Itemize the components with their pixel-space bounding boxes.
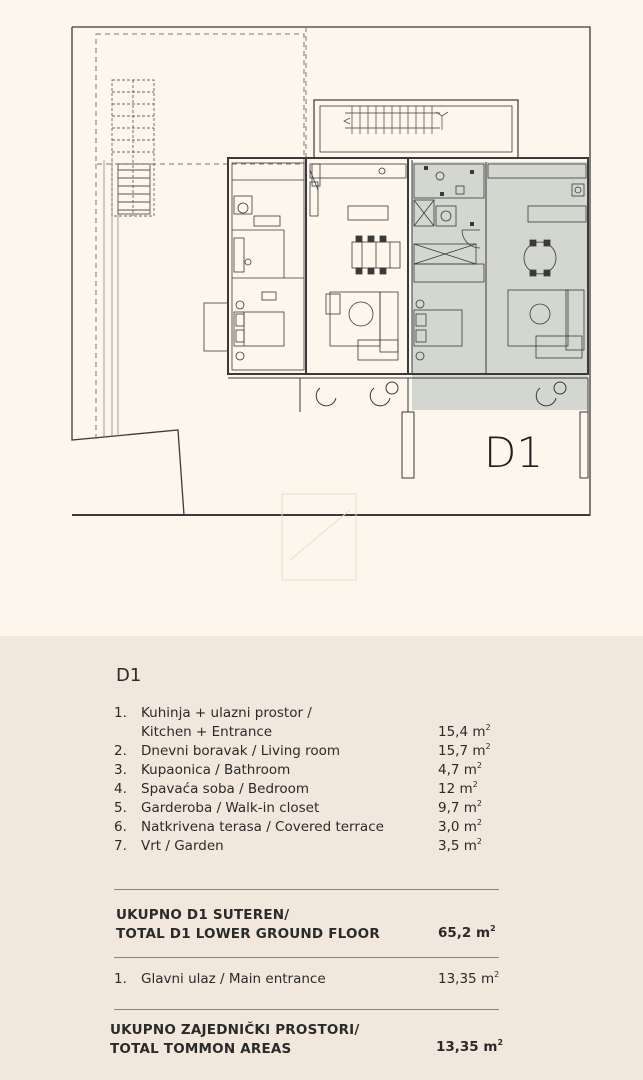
common-room-number: 1. (114, 971, 127, 987)
total-floor-area: 65,2 m2 (438, 924, 496, 942)
room-name: Dnevni boravak / Living room (141, 743, 341, 759)
room-area: 3,0 m2 (438, 818, 483, 836)
floor-plan: D1 (0, 0, 643, 636)
building-walls (227, 157, 589, 375)
room-name: Kupaonica / Bathroom (141, 762, 291, 778)
upper-stair-treads (343, 106, 449, 134)
room-name-line: Kitchen + Entrance (141, 724, 273, 740)
room-name: Garderoba / Walk-in closet (141, 800, 320, 816)
room-area: 15,4 m2 (438, 723, 491, 741)
room-name: Natkrivena terasa / Covered terrace (141, 819, 384, 835)
watermark (281, 493, 357, 581)
plan-unit-label: D1 (484, 428, 544, 477)
common-room-name: Glavni ulaz / Main entrance (141, 971, 326, 987)
dashed-outline (95, 27, 307, 440)
total-common-label: UKUPNO ZAJEDNIČKI PROSTORI/ TOTAL TOMMON… (110, 1022, 360, 1057)
center-unit-furniture (309, 163, 407, 361)
room-name: Spavaća soba / Bedroom (141, 781, 309, 797)
door-markers (424, 166, 474, 226)
total-common-area: 13,35 m2 (436, 1038, 504, 1056)
room-number: 1. (114, 705, 127, 721)
room-area: 9,7 m2 (438, 799, 483, 817)
divider (114, 1009, 499, 1010)
d1-bath-closet (413, 163, 485, 361)
site-boundary (71, 26, 591, 516)
vertical-guides (103, 160, 119, 436)
room-number: 2. (114, 743, 127, 759)
common-room-area: 13,35 m2 (438, 970, 500, 988)
inner-walls (203, 162, 305, 371)
room-area: 15,7 m2 (438, 742, 491, 760)
room-area: 12 m2 (438, 780, 478, 798)
room-name: Kuhinja + ulazni prostor / Kitchen + Ent… (141, 704, 431, 742)
stair-steps (117, 163, 151, 215)
divider (114, 957, 499, 958)
unit-d1-furniture (487, 163, 587, 359)
room-number: 6. (114, 819, 127, 835)
room-number: 7. (114, 838, 127, 854)
floor-plan-drawing (71, 26, 591, 581)
stair-upper-left (111, 79, 155, 217)
room-number: 3. (114, 762, 127, 778)
room-area: 4,7 m2 (438, 761, 483, 779)
room-name: Vrt / Garden (141, 838, 224, 854)
area-table-panel: D1 1. Kuhinja + ulazni prostor / Kitchen… (0, 636, 643, 1080)
room-area: 3,5 m2 (438, 837, 483, 855)
unit-d1-highlight (412, 162, 588, 410)
room-number: 5. (114, 800, 127, 816)
divider (114, 889, 499, 890)
terrace (228, 377, 589, 479)
room-number: 4. (114, 781, 127, 797)
unit-title: D1 (116, 665, 142, 686)
room-name-line: Kuhinja + ulazni prostor / (141, 705, 312, 721)
total-floor-label: UKUPNO D1 SUTEREN/ TOTAL D1 LOWER GROUND… (116, 907, 380, 942)
